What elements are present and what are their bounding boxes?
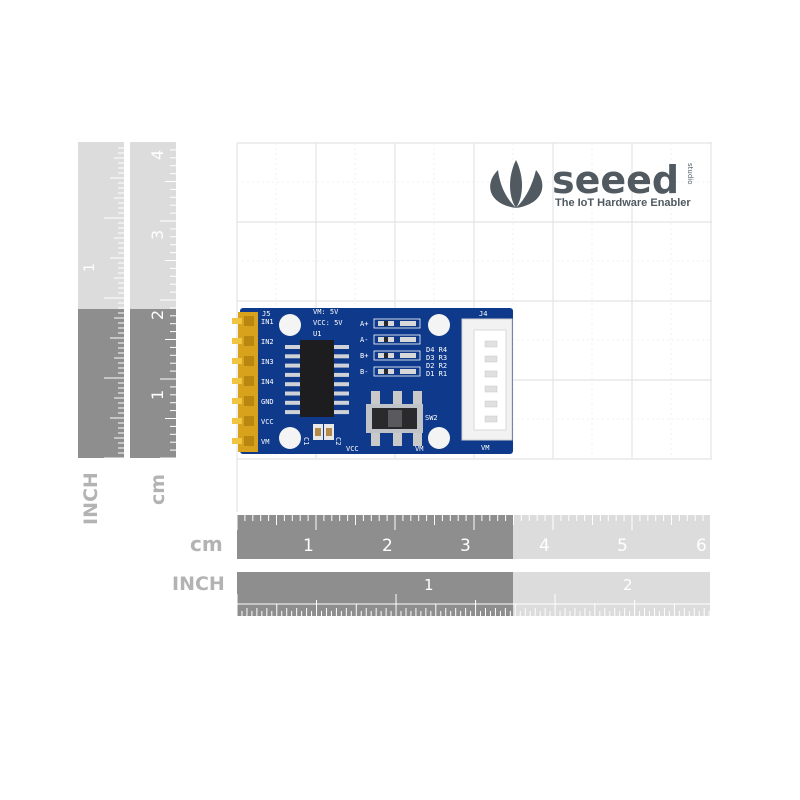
led-label-3: D1 R1: [426, 370, 447, 378]
mounting-hole: [428, 314, 450, 336]
vertical-cm-unit: cm: [147, 474, 169, 505]
vertical-cm-label-1: 1: [148, 390, 167, 400]
horizontal-cm-ruler: 1 2 3 4 5 6 cm: [190, 515, 710, 559]
pin-label-gnd: GND: [261, 398, 274, 406]
horizontal-cm-label-5: 5: [617, 536, 628, 556]
pin-header-left: [232, 312, 258, 452]
horizontal-cm-unit: cm: [190, 532, 223, 556]
pin-label-vcc: VCC: [261, 418, 274, 426]
mounting-hole: [428, 427, 450, 449]
driver-chip: [285, 340, 349, 417]
horizontal-cm-label-6: 6: [696, 536, 707, 556]
led-label-2: D2 R2: [426, 362, 447, 370]
bottom-label-vm: VM: [415, 445, 423, 453]
led-label-1: D3 R3: [426, 354, 447, 362]
seeed-flame-icon: [490, 160, 543, 208]
switch-ref: SW2: [425, 414, 438, 422]
pin-label-in4: IN4: [261, 378, 274, 386]
vertical-cm-label-4: 4: [148, 150, 167, 160]
horizontal-inch-label-2: 2: [623, 576, 633, 594]
connector-right-ref: J4: [479, 310, 487, 318]
chip-ref: U1: [313, 330, 321, 338]
vertical-cm-label-2: 2: [148, 310, 167, 320]
mounting-hole: [279, 427, 301, 449]
pin-label-in2: IN2: [261, 338, 274, 346]
horizontal-cm-label-2: 2: [382, 536, 393, 556]
supply-line-vm: VM: 5V: [313, 308, 339, 316]
pin-label-in1: IN1: [261, 318, 274, 326]
horizontal-inch-label-1: 1: [424, 576, 434, 594]
horizontal-cm-label-3: 3: [460, 536, 471, 556]
horizontal-cm-label-1: 1: [303, 536, 314, 556]
vertical-inch-ruler: 1 INCH: [78, 142, 124, 525]
cap-c1-label: C1: [302, 437, 310, 445]
connector-right: [461, 318, 513, 441]
capacitors: C1 C2: [302, 424, 342, 445]
seeed-logo: seeed The IoT Hardware Enabler studio: [490, 158, 694, 209]
slide-switch: [366, 391, 423, 446]
cap-c2-label: C2: [334, 437, 342, 445]
horizontal-inch-ruler: 1 2 INCH: [172, 572, 710, 616]
led-rows: [373, 318, 421, 377]
connector-left-ref: J5: [262, 310, 270, 318]
pin-label-vm: VM: [261, 438, 269, 446]
led-label-0: D4 R4: [426, 346, 447, 354]
horizontal-cm-label-4: 4: [539, 536, 550, 556]
pin-label-in3: IN3: [261, 358, 274, 366]
brand-name: seeed: [552, 158, 679, 202]
brand-tagline: The IoT Hardware Enabler: [555, 197, 691, 209]
vertical-cm-label-3: 3: [148, 230, 167, 240]
output-label-3: B-: [360, 368, 368, 376]
supply-line-vcc: VCC: 5V: [313, 319, 343, 327]
output-label-0: A+: [360, 320, 368, 328]
mounting-hole: [279, 314, 301, 336]
output-label-1: A-: [360, 336, 368, 344]
output-labels: A+ A- B+ B-: [360, 320, 368, 376]
bottom-label-vcc: VCC: [346, 445, 359, 453]
output-label-2: B+: [360, 352, 368, 360]
brand-studio: studio: [686, 163, 694, 185]
connector-right-bottom-label: VM: [481, 444, 489, 452]
horizontal-inch-unit: INCH: [172, 573, 225, 595]
vertical-cm-ruler: 1 2 3 4 cm: [130, 142, 176, 505]
vertical-inch-unit: INCH: [80, 472, 102, 525]
vertical-inch-label-1: 1: [82, 263, 98, 272]
